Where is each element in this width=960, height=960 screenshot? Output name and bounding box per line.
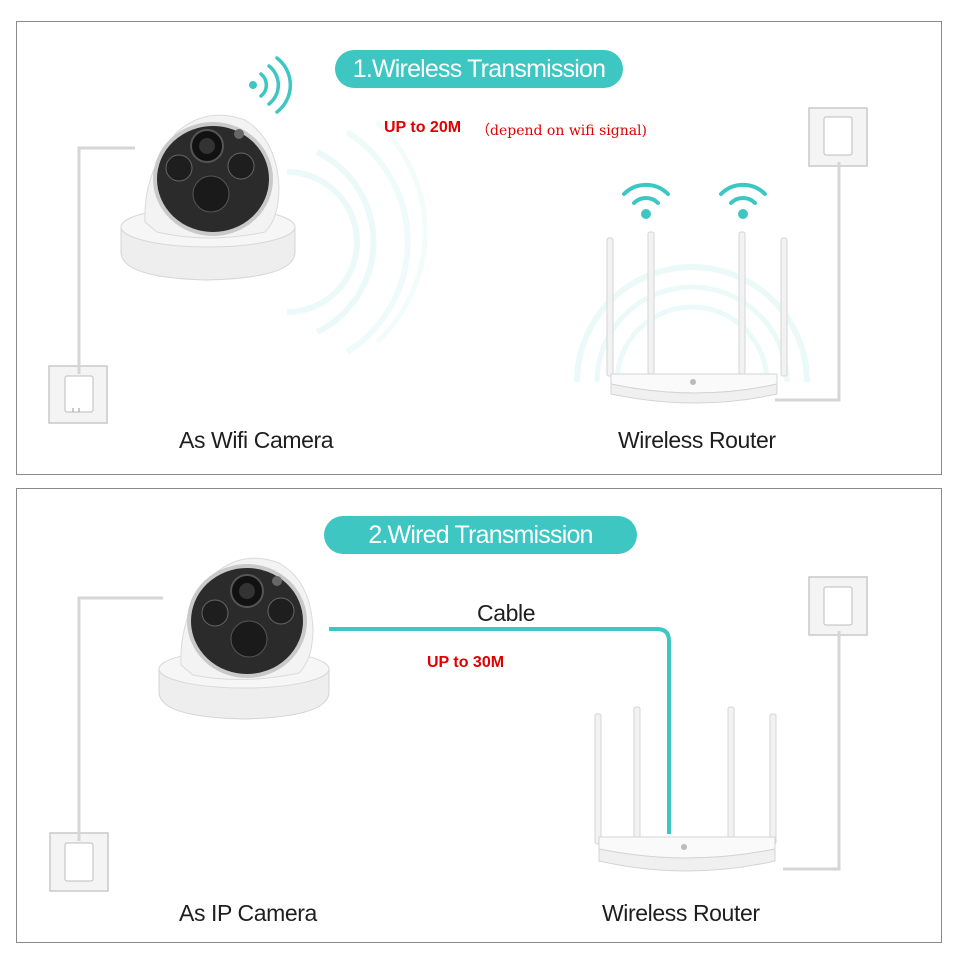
wifi-signal-icon [622,182,767,219]
wired-transmission-title: 2.Wired Transmission [324,516,637,554]
wireless-transmission-title: 1.Wireless Transmission [335,50,623,88]
wireless-router-icon [606,231,788,404]
dome-camera-icon [120,114,296,281]
wireless-router-caption: Wireless Router [618,427,776,453]
ethernet-cable [329,627,671,834]
wireless-router-icon [594,706,777,872]
wireless-range-label: UP to 20M [384,119,462,136]
power-socket-icon [808,576,868,636]
power-socket-icon [48,365,108,424]
wifi-signal-icon [249,56,293,114]
wireless-diagram-art [48,56,868,424]
ip-camera-caption: As IP Camera [179,900,317,926]
power-socket-icon [49,832,109,892]
wired-range-label: UP to 30M [427,654,505,671]
wired-diagram-art [49,557,868,892]
wired-router-caption: Wireless Router [602,900,760,926]
cable-label: Cable [477,600,536,626]
wired-transmission-panel: 2.Wired Transmission Cable UP to 30M As … [16,488,942,943]
wifi-camera-caption: As Wifi Camera [179,427,334,453]
power-socket-icon [808,107,868,167]
wireless-range-note: （depend on wifi signal) [476,123,647,139]
dome-camera-icon [158,557,330,720]
wireless-transmission-panel: 1.Wireless Transmission UP to 20M （depen… [16,21,942,475]
camera-wifi-waves [286,120,428,355]
